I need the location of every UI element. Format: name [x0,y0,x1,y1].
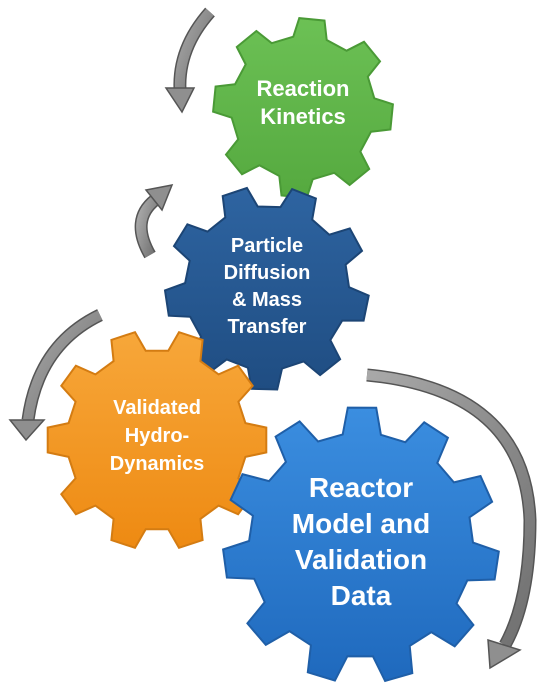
gear-label-line: Model and [292,508,430,539]
gear-label-line: Reactor [309,472,413,503]
arrow-to-hydrodynamics [8,309,103,442]
gear-label-line: Particle [231,235,303,257]
gear-label-line: Data [331,580,392,611]
gear-label-line: Dynamics [110,453,205,475]
gear-label-reactor-model: Reactor Model and Validation Data [292,472,430,611]
gear-label-line: Validated [113,397,201,419]
arrow-to-reactor-model [366,368,537,670]
gear-label-reaction-kinetics: Reaction Kinetics [257,76,350,129]
gear-particle-diffusion [163,186,370,391]
gear-label-line: Validation [295,544,427,575]
gear-label-line: & Mass [232,289,302,311]
gear-label-line: Kinetics [260,104,346,129]
gear-validated-hydrodynamics [46,330,268,550]
arrow-to-particle-diffusion [134,184,174,259]
gear-reactor-model [221,406,500,683]
cycle-arrows [8,7,537,670]
gear-label-validated-hydrodynamics: Validated Hydro- Dynamics [110,397,205,475]
gear-reaction-kinetics [212,17,394,199]
gear-label-line: Hydro- [125,425,189,447]
arrow-to-reaction-kinetics [164,7,215,114]
gear-label-particle-diffusion: Particle Diffusion & Mass Transfer [224,235,311,338]
gear-label-line: Transfer [228,316,307,338]
gear-label-line: Reaction [257,76,350,101]
gear-label-line: Diffusion [224,262,311,284]
